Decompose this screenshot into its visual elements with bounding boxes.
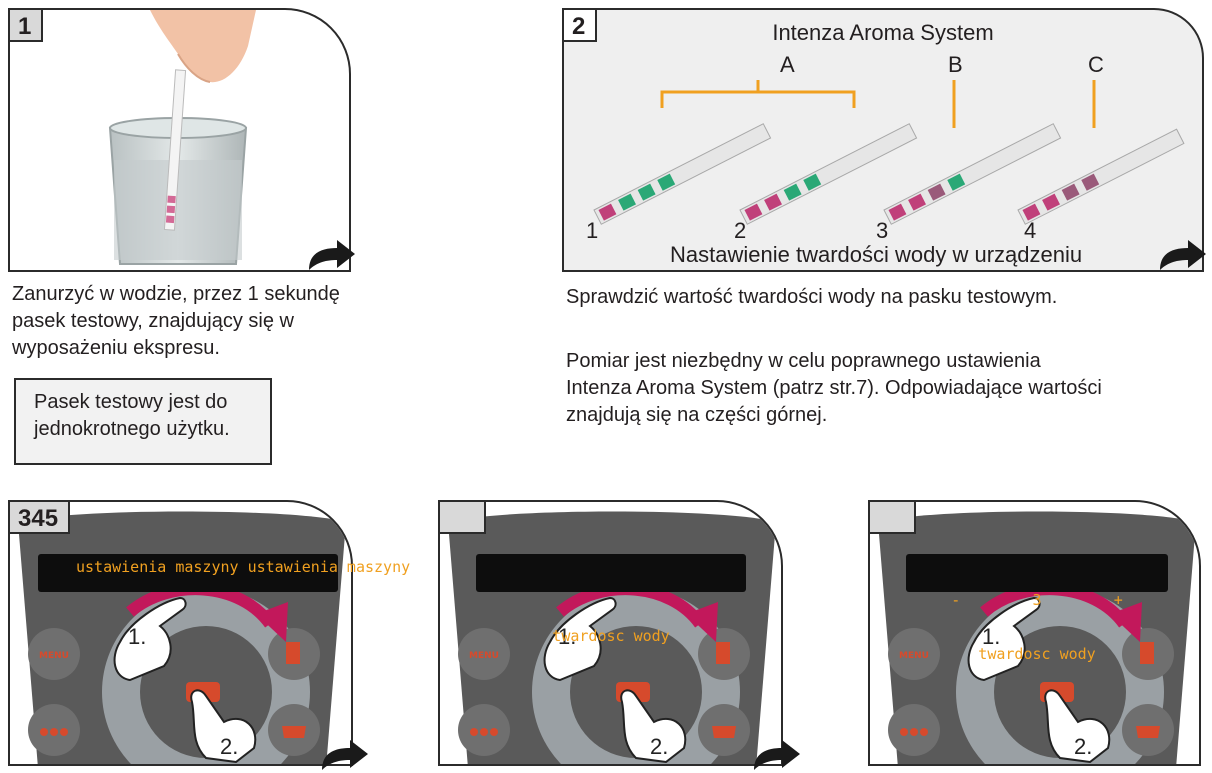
hand-pointer-icon: 2. bbox=[1044, 689, 1111, 764]
cup-icon bbox=[712, 726, 736, 738]
cup-icon bbox=[282, 726, 306, 738]
step-label-2: 2. bbox=[1074, 734, 1092, 759]
next-arrow-icon bbox=[322, 740, 368, 770]
step-label-1: 1. bbox=[558, 624, 576, 649]
hand-pointer-icon: 1. bbox=[113, 596, 187, 682]
intenza-title: Intenza Aroma System bbox=[772, 20, 994, 45]
machine-display bbox=[38, 554, 338, 592]
strip-number-4: 4 bbox=[1024, 218, 1037, 243]
step-label-2: 2. bbox=[220, 734, 238, 759]
panel-step-2: 2 Intenza Aroma System A B C bbox=[562, 8, 1204, 272]
strip-number-1: 1 bbox=[586, 218, 599, 243]
step-number-badge bbox=[870, 502, 916, 534]
step-label-1: 1. bbox=[128, 624, 146, 649]
step2-caption-detail: Pomiar jest niezbędny w celu poprawnego … bbox=[566, 350, 1102, 426]
hand-pointer-icon: 1. bbox=[967, 596, 1041, 682]
panel-step-5: MENU 1. 2. - 3 + twardosc wody bbox=[868, 500, 1201, 766]
cup-icon bbox=[1140, 642, 1154, 664]
water-hardness-setting-label: Nastawienie twardości wody w urządzeniu bbox=[670, 242, 1083, 267]
menu-button-label: MENU bbox=[899, 651, 929, 661]
next-arrow-icon bbox=[754, 740, 800, 770]
panel-step-1: 1 bbox=[8, 8, 351, 272]
step-number-badge: 1 bbox=[10, 10, 44, 42]
group-label-c: C bbox=[1088, 52, 1104, 77]
step-label-2: 2. bbox=[650, 734, 668, 759]
display-line-2: twardosc wody bbox=[552, 627, 670, 645]
panel-step-3: 345 MENU 1. 2. bbox=[8, 500, 353, 766]
group-label-a: A bbox=[780, 52, 795, 77]
step-number-badge: 2 bbox=[564, 10, 598, 42]
machine-display: - 3 + twardosc wody bbox=[906, 554, 1168, 663]
group-label-b: B bbox=[948, 52, 963, 77]
test-strips-diagram bbox=[593, 80, 1185, 225]
next-arrow-icon bbox=[1160, 240, 1206, 270]
machine-control-panel: MENU 1. 2. bbox=[878, 511, 1196, 764]
test-strip-icon bbox=[163, 69, 187, 231]
test-strip-4 bbox=[1017, 128, 1185, 225]
step1-caption: Zanurzyć w wodzie, przez 1 sekundę pasek… bbox=[12, 283, 340, 359]
hand-icon bbox=[150, 10, 256, 83]
machine-control-panel: MENU 1. 2. bbox=[18, 511, 346, 764]
strip-number-3: 3 bbox=[876, 218, 889, 243]
cup-icon bbox=[1136, 726, 1160, 738]
step-number-badge: 345 bbox=[10, 502, 71, 534]
machine-display: twardosc wody bbox=[476, 554, 746, 645]
test-strip-2 bbox=[739, 123, 918, 225]
step-label-1: 1. bbox=[982, 624, 1000, 649]
hand-pointer-icon: 1. bbox=[543, 596, 617, 682]
beans-icon bbox=[40, 728, 68, 736]
display-text: ustawienia maszyny ustawienia maszyny bbox=[76, 558, 411, 576]
display-line-2: twardosc wody bbox=[978, 645, 1096, 663]
beans-icon bbox=[900, 728, 928, 736]
hand-pointer-icon: 2. bbox=[620, 689, 687, 764]
cup-icon bbox=[716, 642, 730, 664]
menu-button-label: MENU bbox=[39, 651, 69, 661]
next-arrow-icon bbox=[309, 240, 355, 270]
single-use-note: Pasek testowy jest do jednokrotnego użyt… bbox=[14, 378, 272, 465]
test-strip-3 bbox=[883, 123, 1062, 225]
step2-caption: Sprawdzić wartość twardości wody na pask… bbox=[566, 286, 1058, 308]
cup-icon bbox=[286, 642, 300, 664]
menu-button-label: MENU bbox=[469, 651, 499, 661]
step-number-badge bbox=[440, 502, 486, 534]
display-line-1: - 3 + bbox=[951, 591, 1123, 609]
hand-pointer-icon: 2. bbox=[190, 689, 257, 764]
glass-with-strip-illustration bbox=[108, 10, 256, 265]
strip-number-2: 2 bbox=[734, 218, 747, 243]
test-strip-1 bbox=[593, 123, 772, 225]
panel-step-4: MENU 1. 2. twardosc wody bbox=[438, 500, 783, 766]
beans-icon bbox=[470, 728, 498, 736]
